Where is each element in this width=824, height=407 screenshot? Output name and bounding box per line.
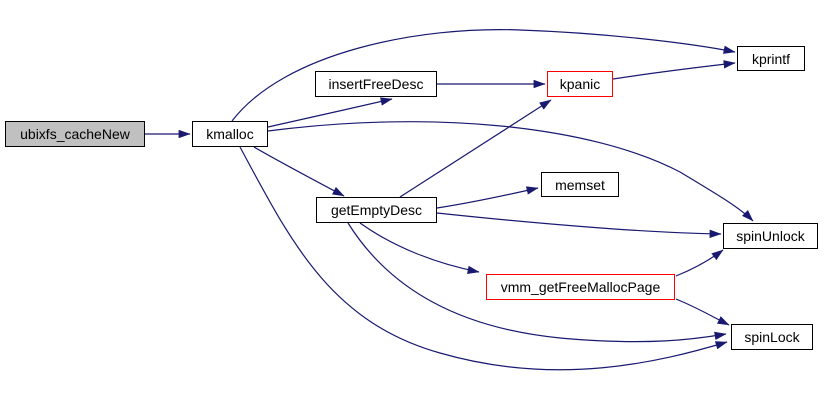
edge-kmalloc-to-spinUnlock [267, 121, 754, 222]
edge-kpanic-to-kprintf [612, 60, 736, 80]
edge-getEmptyDesc-to-spinUnlock [436, 212, 722, 239]
edge-vmm_getFreeMallocPage-to-spinUnlock [675, 249, 724, 277]
edge-getEmptyDesc-to-kpanic [399, 99, 552, 198]
node-kmalloc[interactable]: kmalloc [192, 121, 268, 147]
edge-kmalloc-to-getEmptyDesc [253, 146, 345, 197]
edge-vmm_getFreeMallocPage-to-spinLock [675, 298, 730, 326]
node-ubixfs-cachenew: ubixfs_cacheNew [5, 121, 145, 147]
edge-getEmptyDesc-to-vmm_getFreeMallocPage [359, 222, 480, 274]
node-getemptydesc[interactable]: getEmptyDesc [316, 197, 437, 223]
edge-kmalloc-to-insertFreeDesc [267, 97, 393, 128]
edge-kmalloc-to-kprintf [231, 29, 736, 122]
edge-kmalloc-to-spinLock [239, 146, 728, 371]
node-kpanic[interactable]: kpanic [547, 71, 613, 97]
node-spinunlock[interactable]: spinUnlock [723, 223, 818, 249]
node-memset[interactable]: memset [541, 172, 619, 197]
node-kprintf[interactable]: kprintf [737, 46, 805, 71]
edge-getEmptyDesc-to-spinLock [347, 222, 727, 343]
edge-getEmptyDesc-to-memset [436, 186, 539, 209]
node-vmm-getfreemallocpage[interactable]: vmm_getFreeMallocPage [486, 274, 675, 300]
node-spinlock[interactable]: spinLock [731, 324, 813, 350]
node-insertfreedesc[interactable]: insertFreeDesc [315, 71, 437, 97]
